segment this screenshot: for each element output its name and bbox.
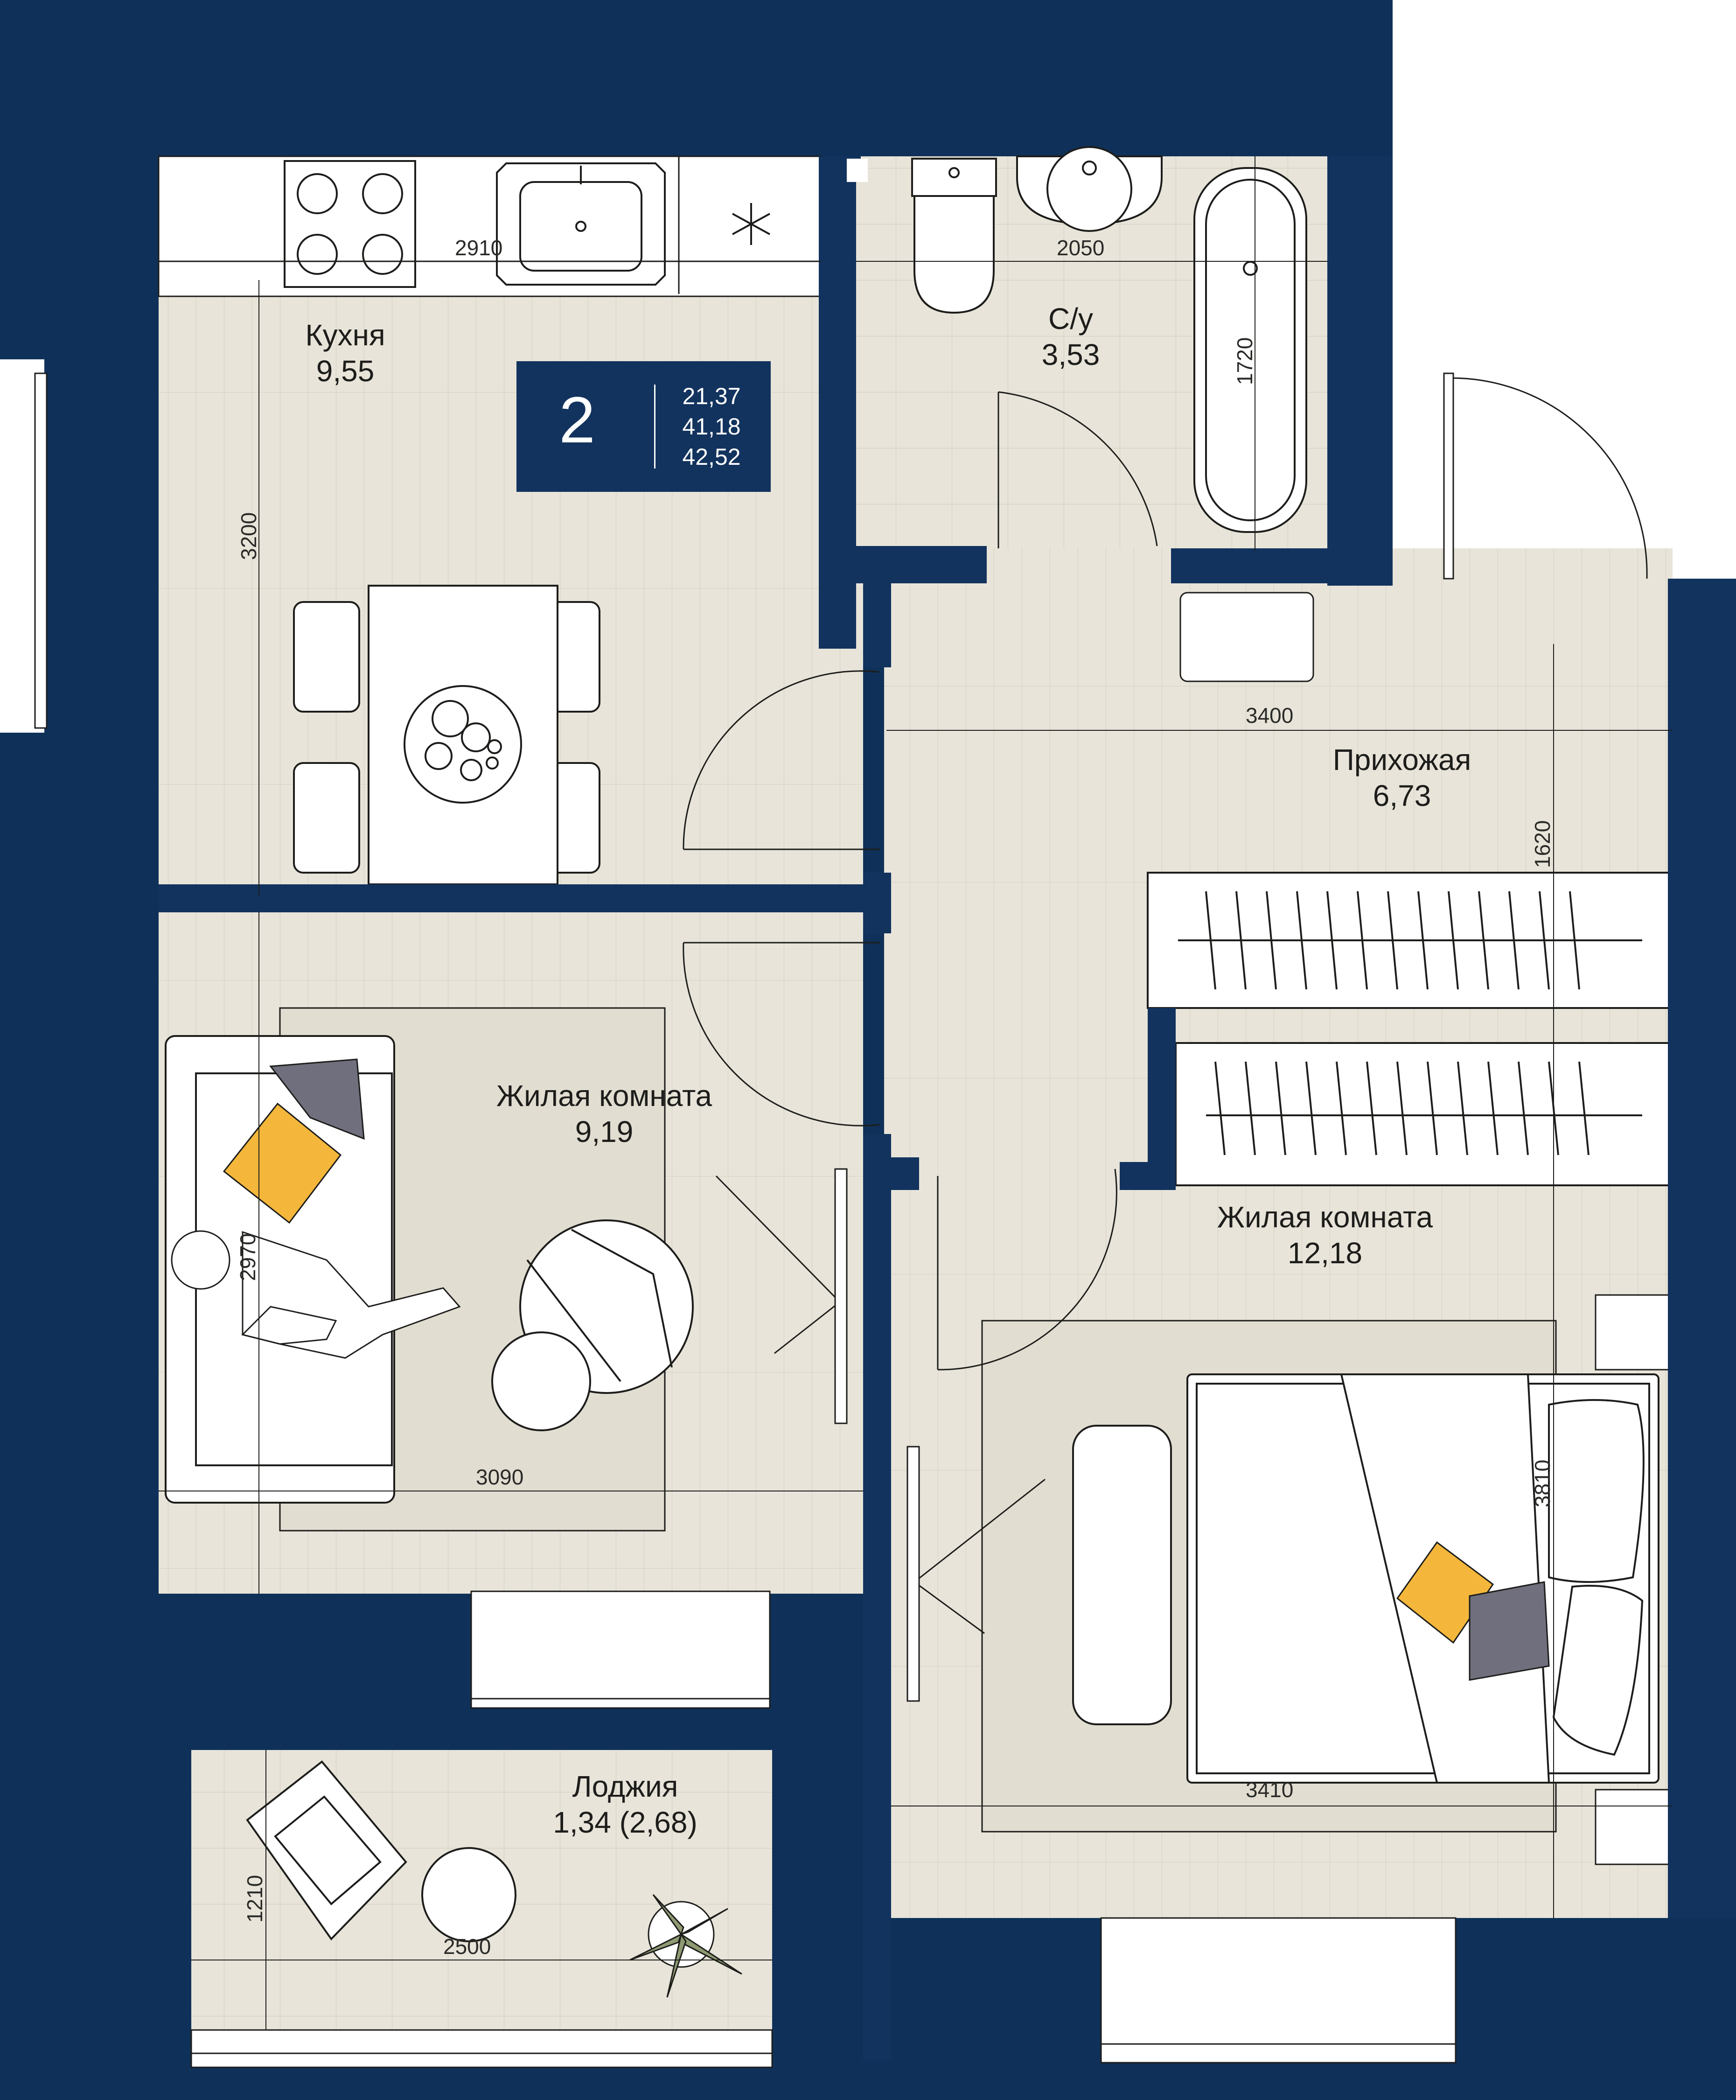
washing-machine — [1179, 592, 1314, 682]
exterior — [1393, 0, 1736, 644]
cushion-gray-bed — [1469, 1581, 1550, 1681]
kitchen-area: 9,55 — [316, 354, 375, 388]
living-room-1-area: 9,19 — [575, 1114, 634, 1148]
bathroom-name: С/у — [1048, 302, 1093, 336]
dim-kitchen-width: 2910 — [455, 236, 503, 260]
dim-bathroom-width: 2050 — [1057, 236, 1105, 260]
dim-loggia-width: 2500 — [443, 1934, 491, 1959]
dim-hallway-width: 3400 — [1246, 703, 1294, 728]
loggia-table — [421, 1847, 516, 1942]
bathroom-label: С/у 3,53 — [977, 301, 1164, 373]
person-figure — [171, 1230, 461, 1359]
apartment-info-badge: 2 21,37 41,18 42,52 — [516, 361, 771, 492]
dim-room1-length: 2970 — [236, 1233, 260, 1281]
dim-room2-width: 3410 — [1246, 1778, 1294, 1802]
living-area-value: 21,37 — [682, 383, 741, 409]
windows — [34, 372, 1457, 2068]
washbasin-icon — [1016, 146, 1163, 232]
dim-kitchen-length: 3200 — [237, 512, 261, 560]
badge-divider — [654, 385, 655, 469]
fridge-snowflake-icon — [732, 203, 770, 245]
bedside-table-top — [1595, 1294, 1671, 1371]
living-room-1-name: Жилая комната — [496, 1079, 712, 1113]
sliding-door-room2 — [906, 1446, 920, 1702]
bathroom-area: 3,53 — [1041, 337, 1100, 371]
dim-loggia-length: 1210 — [243, 1875, 267, 1923]
hallway-area: 6,73 — [1373, 778, 1431, 812]
bedside-table-bottom — [1595, 1789, 1671, 1865]
hallway-name: Прихожая — [1332, 743, 1471, 777]
dim-hallway-length: 1620 — [1530, 820, 1555, 868]
cushion-gray — [269, 1058, 365, 1140]
bench — [1072, 1425, 1172, 1725]
bathtub-icon — [1193, 167, 1307, 533]
living-room-2-label: Жилая комната 12,18 — [1162, 1199, 1488, 1271]
coffee-tables — [491, 1219, 694, 1431]
stove-icon — [284, 160, 416, 288]
kitchen-label: Кухня 9,55 — [252, 317, 439, 389]
plant-icon — [629, 1894, 742, 1998]
living-room-2-area: 12,18 — [1287, 1236, 1363, 1270]
door-arcs — [683, 372, 1648, 1634]
living-room-1-label: Жилая комната 9,19 — [441, 1078, 767, 1150]
loggia-area: 1,34 (2,68) — [553, 1805, 697, 1839]
sink-icon — [496, 162, 666, 286]
loggia-name: Лоджия — [572, 1770, 678, 1803]
total-area-value: 41,18 — [682, 413, 741, 440]
walls — [159, 156, 1736, 2060]
cushion-yellow — [223, 1102, 342, 1224]
window-frame-kitchen — [847, 159, 868, 182]
dim-bathroom-length: 1720 — [1233, 337, 1257, 385]
hallway-label: Прихожая 6,73 — [1297, 742, 1507, 814]
room-count: 2 — [559, 383, 595, 456]
sliding-door-room1 — [834, 1168, 848, 1424]
loggia-label: Лоджия 1,34 (2,68) — [509, 1769, 742, 1841]
kitchen-name: Кухня — [305, 318, 385, 352]
toilet-icon — [911, 158, 997, 314]
dimension-lines — [159, 156, 1673, 2030]
wardrobe-lower — [1175, 1042, 1673, 1186]
wardrobe-upper — [1147, 872, 1673, 1009]
loggia-chair — [246, 1760, 407, 1941]
dining-table — [293, 585, 600, 885]
dim-room2-length: 3810 — [1530, 1459, 1555, 1507]
dim-room1-width: 3090 — [476, 1465, 524, 1489]
area-with-loggia-value: 42,52 — [682, 444, 741, 470]
living-room-2-name: Жилая комната — [1217, 1200, 1433, 1234]
